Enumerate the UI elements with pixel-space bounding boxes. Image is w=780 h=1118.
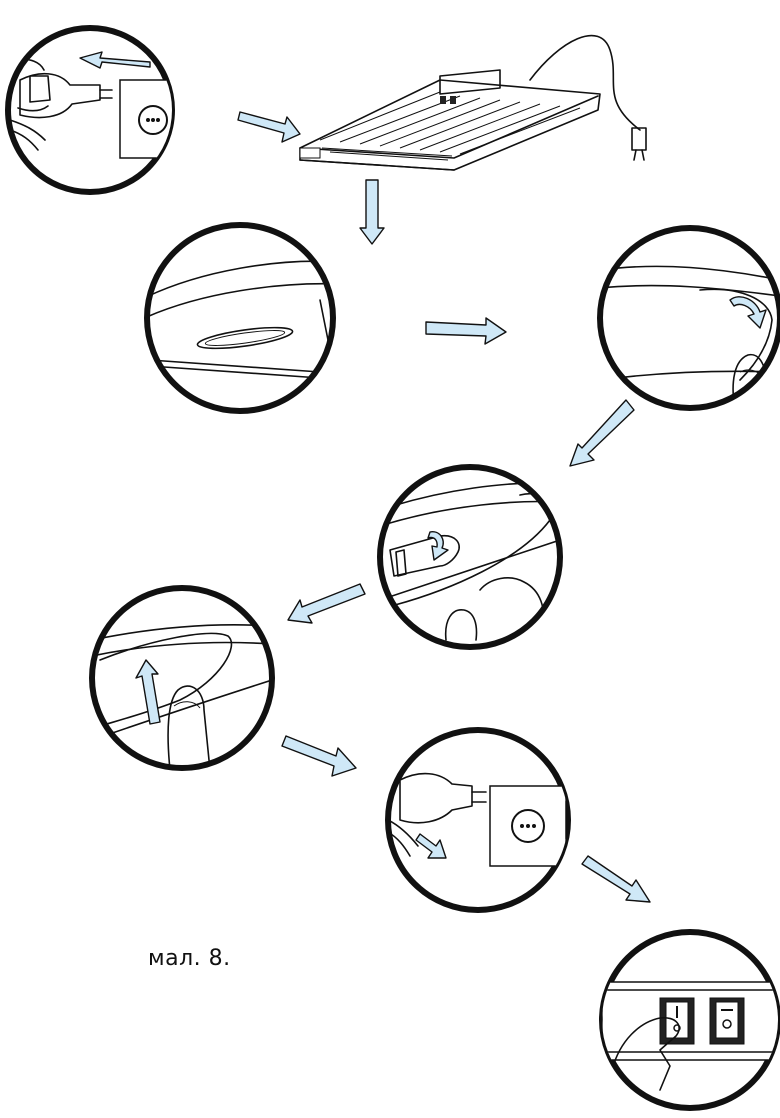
arrow-down-left	[570, 400, 634, 466]
arrow-to-switch	[582, 856, 650, 902]
arrow-left	[288, 584, 365, 623]
arrow-down-right	[282, 736, 356, 776]
step-unplug-detail	[8, 28, 182, 192]
figure-caption: мал. 8.	[148, 946, 231, 971]
step-lift-cover	[600, 228, 780, 410]
step-locate-cover	[140, 225, 340, 411]
arrow-down	[360, 180, 384, 244]
step-power-switch	[602, 932, 780, 1108]
step-close-cover	[92, 588, 272, 770]
hood-control-panel	[300, 148, 320, 158]
arrow-to-hood	[238, 112, 300, 142]
plug-icon	[632, 128, 646, 150]
step-plug-in-detail	[388, 730, 568, 910]
arrow-right	[426, 318, 506, 344]
step-replace-bulb	[380, 467, 560, 647]
range-hood-illustration	[300, 36, 646, 170]
